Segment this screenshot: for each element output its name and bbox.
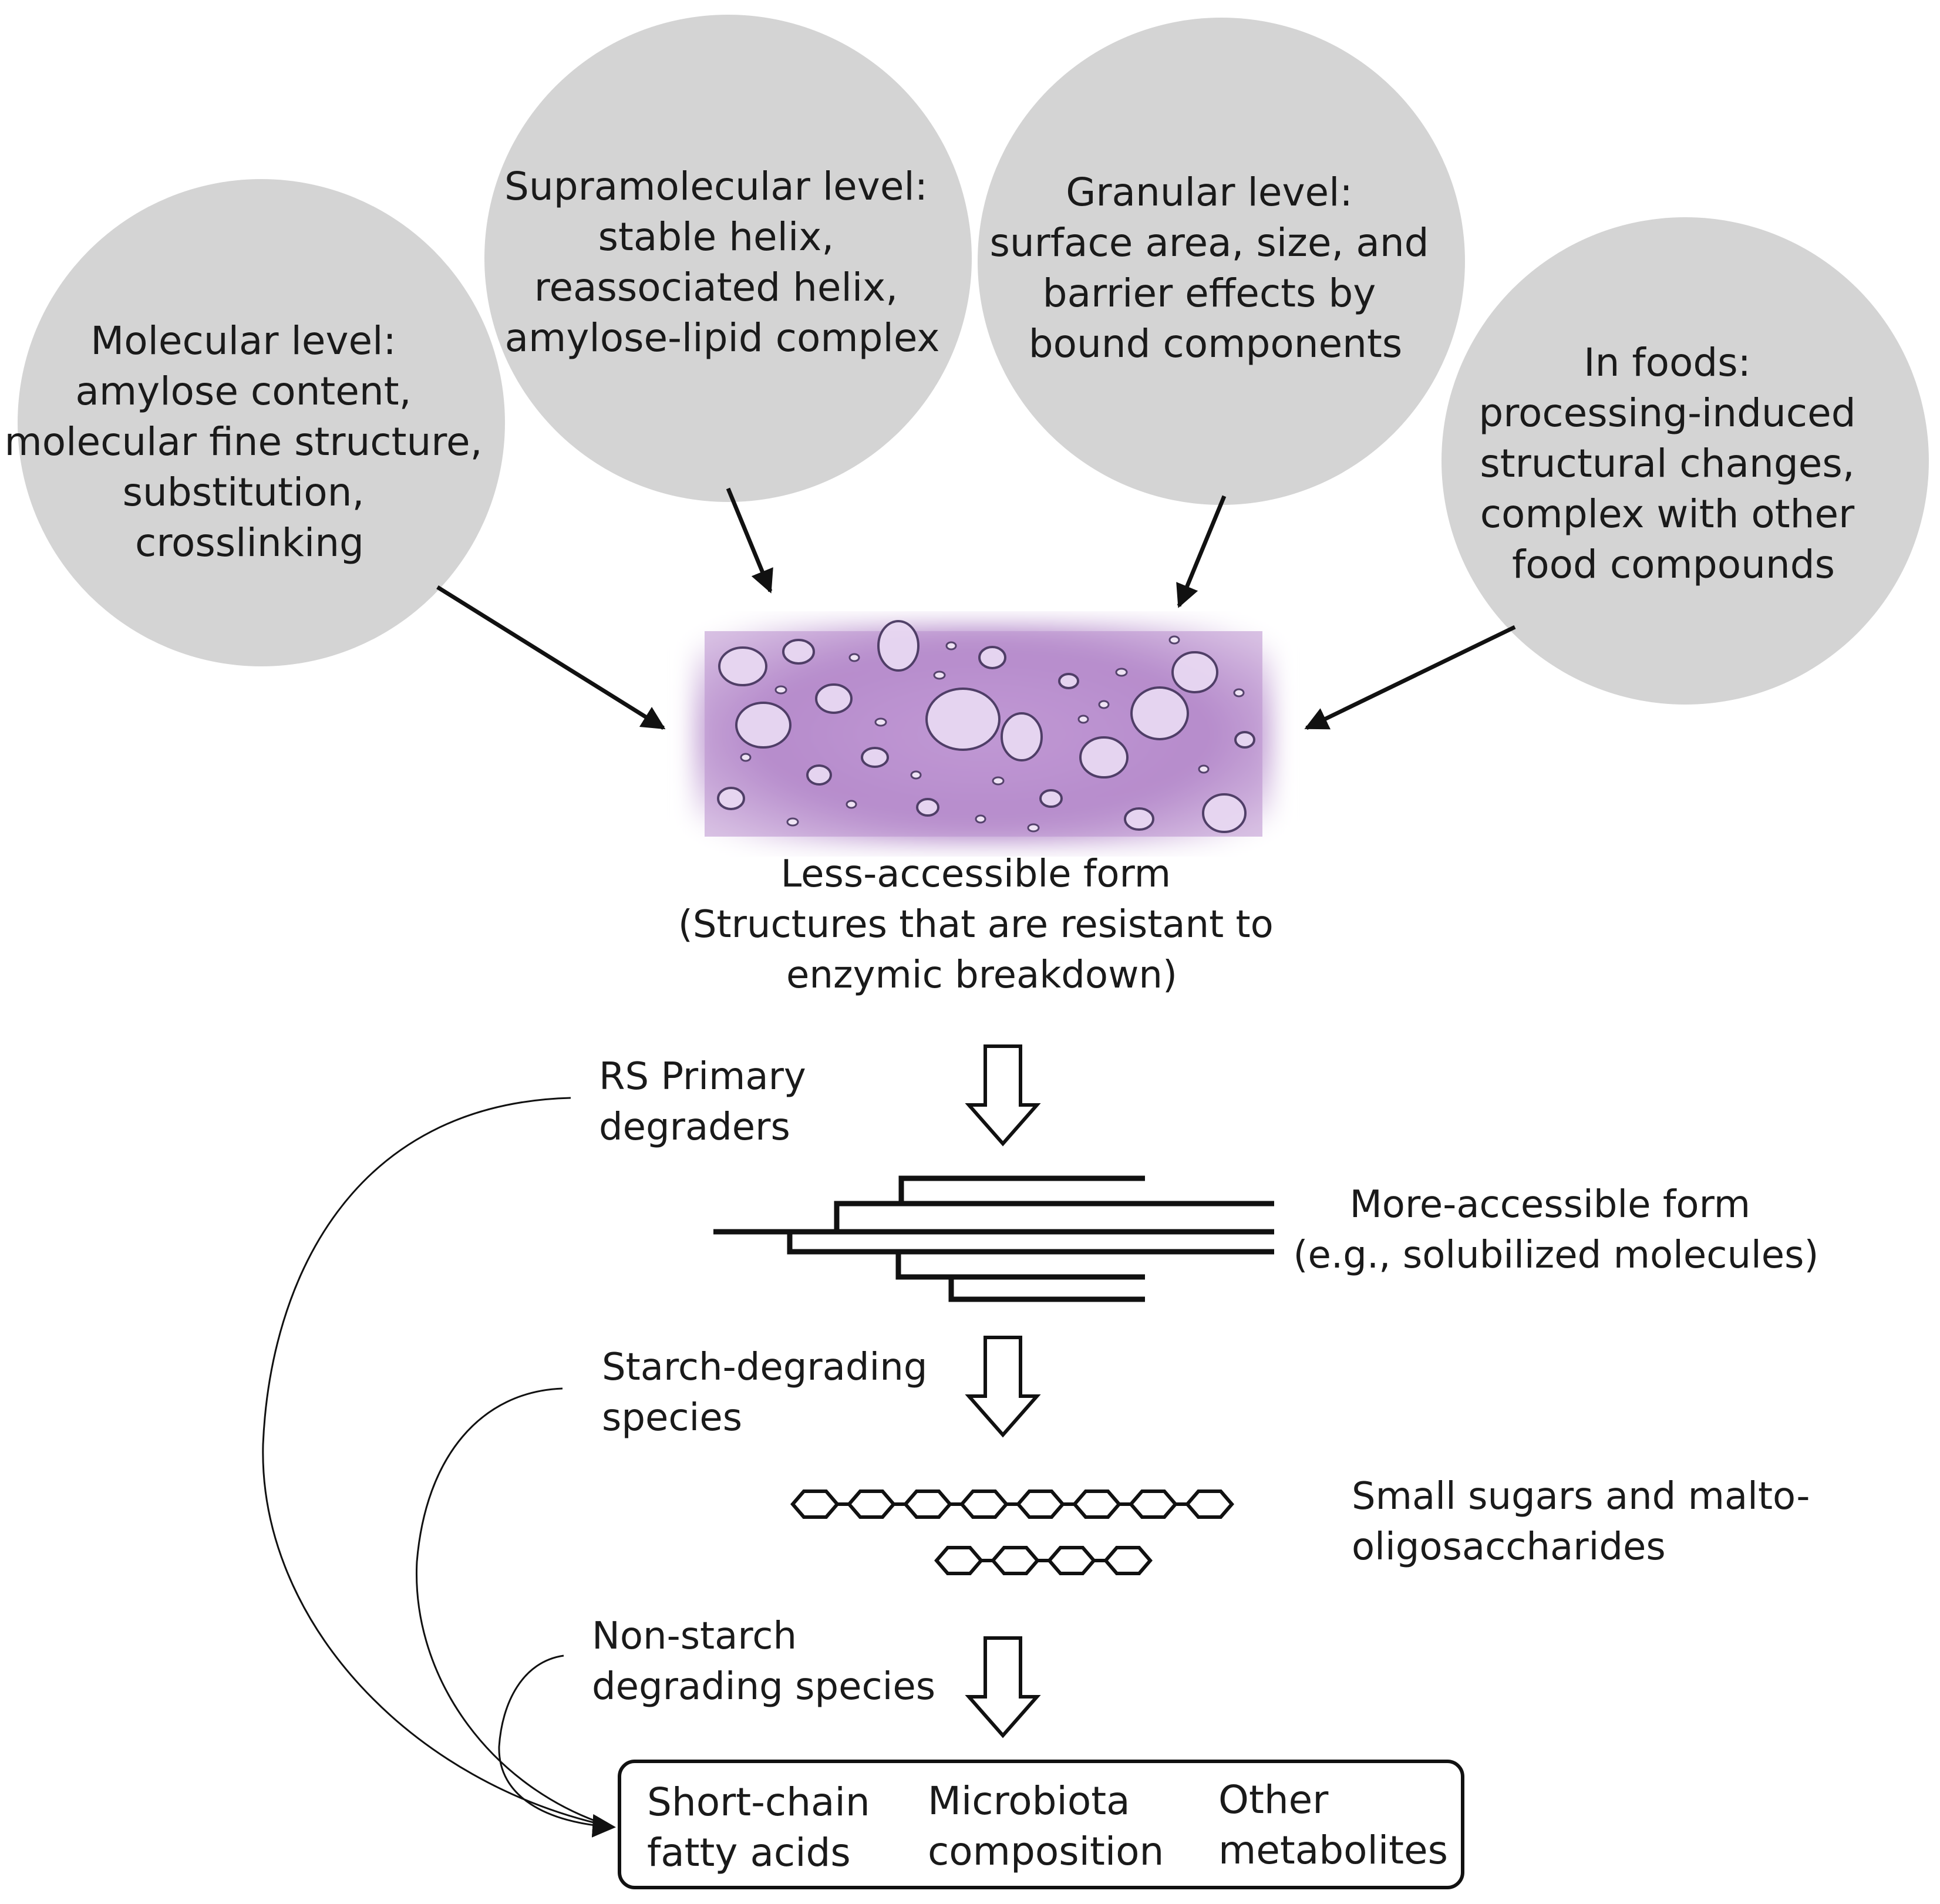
glucose-ring-icon bbox=[934, 1546, 984, 1575]
in-foods-circle bbox=[1441, 217, 1929, 705]
rs-primary-degraders-label: RS Primary degraders bbox=[599, 1055, 818, 1149]
branched-molecule-icon bbox=[713, 1175, 1274, 1302]
arrow-granular-to-form bbox=[1176, 495, 1227, 608]
in-foods-text: In foods: processing-induced structural … bbox=[1478, 340, 1868, 587]
glucose-ring-icon bbox=[1016, 1489, 1065, 1519]
outcome-other-metabolites: Other metabolites bbox=[1218, 1777, 1448, 1873]
curve-starch-degrading bbox=[416, 1387, 614, 1828]
glucose-ring-icon bbox=[847, 1489, 896, 1519]
glucose-ring-icon bbox=[790, 1489, 840, 1519]
glucose-ring-icon bbox=[1185, 1489, 1234, 1519]
curve-primary-degraders bbox=[262, 1097, 614, 1828]
hollow-arrow-3 bbox=[965, 1636, 1041, 1738]
glucose-ring-icon bbox=[1103, 1546, 1153, 1575]
less-accessible-form-text: Less-accessible form (Structures that ar… bbox=[678, 852, 1285, 997]
hollow-arrow-1 bbox=[965, 1044, 1041, 1147]
curve-non-starch-degrading bbox=[498, 1654, 616, 1838]
glucose-chain-short-icon bbox=[934, 1546, 1153, 1575]
arrow-molecular-to-form bbox=[436, 585, 666, 730]
supramolecular-level-text: Supramolecular level: stable helix, reas… bbox=[504, 164, 940, 360]
starch-micrograph-image bbox=[693, 620, 1274, 845]
supramolecular-level-circle bbox=[484, 15, 972, 502]
granular-level-text: Granular level: surface area, size, and … bbox=[989, 170, 1441, 366]
glucose-chain-long-icon bbox=[790, 1489, 1234, 1519]
outcomes-box bbox=[618, 1760, 1464, 1889]
more-accessible-form-text: More-accessible form (e.g., solubilized … bbox=[1294, 1183, 1819, 1277]
hollow-arrow-2 bbox=[965, 1336, 1041, 1438]
glucose-ring-icon bbox=[991, 1546, 1040, 1575]
arrow-foods-to-form bbox=[1304, 625, 1516, 730]
small-sugars-text: Small sugars and malto- oligosaccharides bbox=[1352, 1475, 1822, 1569]
molecular-level-circle bbox=[18, 179, 505, 666]
glucose-ring-icon bbox=[1047, 1546, 1096, 1575]
granular-level-circle bbox=[978, 18, 1465, 505]
glucose-ring-icon bbox=[959, 1489, 1009, 1519]
starch-degrading-species-label: Starch-degrading species bbox=[602, 1346, 939, 1440]
glucose-ring-icon bbox=[903, 1489, 952, 1519]
non-starch-degrading-species-label: Non-starch degrading species bbox=[592, 1615, 935, 1708]
glucose-ring-icon bbox=[1129, 1489, 1178, 1519]
glucose-ring-icon bbox=[1072, 1489, 1121, 1519]
molecular-level-text: Molecular level: amylose content, molecu… bbox=[4, 318, 494, 565]
outcome-microbiota-composition: Microbiota composition bbox=[928, 1778, 1164, 1874]
arrow-supramolecular-to-form bbox=[726, 487, 773, 594]
outcome-short-chain-fatty-acids: Short-chain fatty acids bbox=[647, 1780, 883, 1875]
